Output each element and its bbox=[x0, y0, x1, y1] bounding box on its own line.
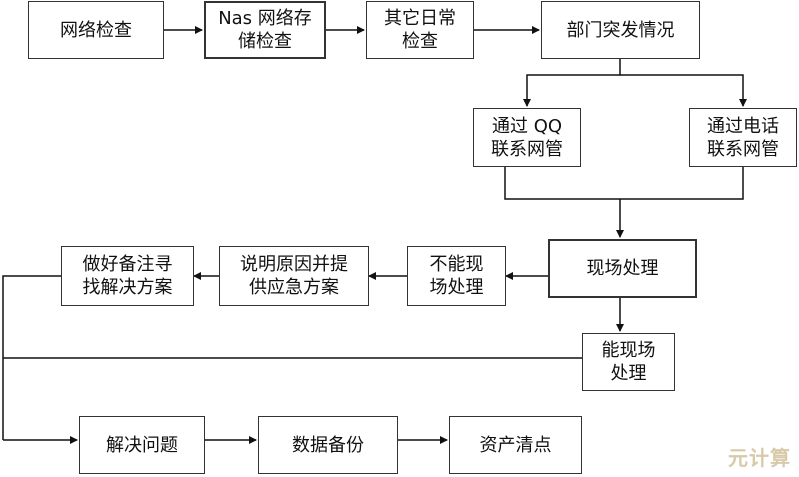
can-onsite-box: 能现场 处理 bbox=[582, 333, 675, 391]
nas-check-box: Nas 网络存 储检查 bbox=[204, 1, 326, 59]
explain-box: 说明原因并提 供应急方案 bbox=[219, 246, 369, 306]
contact-phone-box: 通过电话 联系网管 bbox=[689, 108, 797, 167]
arrow-emergency-to-phone bbox=[620, 74, 747, 107]
backup-box: 数据备份 bbox=[258, 416, 398, 474]
inventory-box: 资产清点 bbox=[449, 416, 582, 474]
network-check-box: 网络检查 bbox=[28, 1, 164, 59]
line-prepare-to-left bbox=[2, 275, 61, 440]
solve-box: 解决问题 bbox=[79, 416, 205, 474]
arrow-emergency-to-qq bbox=[523, 59, 621, 107]
onsite-box: 现场处理 bbox=[548, 239, 697, 298]
daily-check-box: 其它日常 检查 bbox=[366, 1, 474, 59]
contact-qq-box: 通过 QQ 联系网管 bbox=[473, 108, 581, 167]
emergency-box: 部门突发情况 bbox=[541, 1, 700, 59]
merge-qq-line bbox=[504, 167, 620, 200]
merge-phone-line bbox=[620, 167, 744, 200]
watermark: 元计算 bbox=[728, 446, 791, 470]
prepare-box: 做好备注寻 找解决方案 bbox=[61, 246, 194, 306]
cannot-onsite-box: 不能现 场处理 bbox=[407, 246, 506, 306]
